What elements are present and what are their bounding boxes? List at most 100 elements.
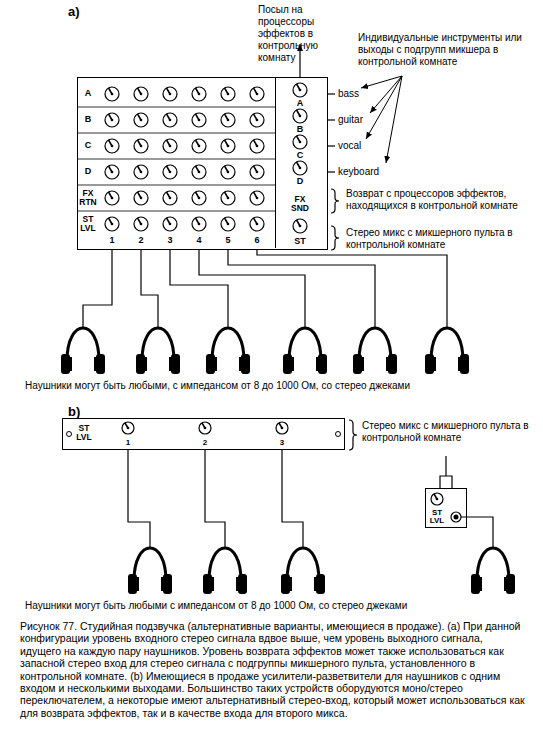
knob-center [227, 197, 230, 200]
channel-number: 6 [254, 236, 259, 245]
headphone-cup [318, 354, 327, 374]
headphone-pad [433, 357, 436, 371]
knob-center [227, 223, 230, 226]
knob-center [111, 93, 114, 96]
knob-center [299, 89, 302, 92]
knob [250, 87, 264, 101]
knob-center [198, 223, 201, 226]
input-cable [440, 476, 452, 488]
control-label: B [85, 115, 92, 124]
knob-center [198, 93, 201, 96]
row-separator [77, 107, 275, 108]
knob [163, 87, 177, 101]
rack-hole [67, 432, 72, 437]
headphone-band [134, 548, 166, 581]
headphone-pad [361, 357, 364, 371]
knob-center [111, 197, 114, 200]
figure-caption: Рисунок 77. Студийная подзвучка (альтерн… [20, 620, 525, 719]
knob [221, 87, 235, 101]
knob-center [127, 427, 130, 430]
leader-arrow [370, 76, 402, 113]
headphone-pad [314, 577, 317, 591]
control-label: ST [294, 237, 306, 246]
headphone-cable [128, 450, 150, 548]
knob [250, 139, 264, 153]
knob-center [140, 93, 143, 96]
headphone-band [209, 548, 241, 581]
headphone-pad [136, 577, 139, 591]
knob-center [111, 145, 114, 148]
headphone-cup [460, 354, 469, 374]
knob [134, 113, 148, 127]
knob [293, 135, 307, 149]
knob [293, 83, 307, 97]
rack-hole [336, 432, 341, 437]
knob [163, 217, 177, 231]
headphone-cup [241, 354, 250, 374]
channel-number: 1 [109, 236, 114, 245]
headphone-pad [211, 577, 214, 591]
control-label: FX RTN [78, 189, 98, 207]
knob [250, 113, 264, 127]
knob [192, 191, 206, 205]
knob-center [140, 145, 143, 148]
knob [192, 217, 206, 231]
knob [105, 113, 119, 127]
headphone-cup [283, 354, 292, 374]
knob [134, 217, 148, 231]
control-label: ST LVL [74, 424, 94, 442]
control-label: ST LVL [427, 509, 447, 526]
headphone-cup [163, 574, 172, 594]
knob-center [198, 171, 201, 174]
bracket [331, 189, 339, 213]
knob [105, 217, 119, 231]
knob-center [256, 93, 259, 96]
headphone-band [287, 548, 319, 581]
headphone-pad [458, 357, 461, 371]
knob-center [227, 93, 230, 96]
channel-number: 4 [196, 236, 201, 245]
row-separator [77, 159, 275, 160]
knob [192, 113, 206, 127]
headphone-pad [386, 357, 389, 371]
figure-part-letter: a) [68, 4, 80, 20]
headphone-cup [316, 574, 325, 594]
headphone-pad [239, 357, 242, 371]
knob [163, 139, 177, 153]
headphone-cable [205, 450, 225, 548]
input-stub [328, 119, 335, 120]
knob-center [299, 225, 302, 228]
headphone-band [431, 328, 463, 361]
knob [199, 422, 211, 434]
jack-socket [454, 515, 459, 520]
knob [276, 422, 288, 434]
control-label: A [85, 89, 92, 98]
headphone-cable [83, 250, 112, 328]
knob-center [256, 197, 259, 200]
callout-text: Стерео микс с микшерного пульта в контро… [362, 420, 534, 444]
headphone-pad [94, 357, 97, 371]
knob [105, 139, 119, 153]
headphone-cup [206, 354, 215, 374]
headphone-pad [214, 357, 217, 371]
mixer-panel: ABCDFX SNDSTABCDFX RTNST LVL123456 [77, 77, 328, 250]
headphone-cup [238, 574, 247, 594]
channel-number: 2 [138, 236, 143, 245]
input-stub [328, 145, 335, 146]
headphone-band [477, 548, 509, 581]
knob-center [227, 145, 230, 148]
knob-center [256, 145, 259, 148]
note-text: Наушники могут быть любыми с импедансом … [25, 600, 407, 612]
control-label: D [297, 177, 304, 186]
control-label: A [297, 99, 304, 108]
input-stub [328, 171, 335, 172]
knob [250, 217, 264, 231]
instrument-label: guitar [338, 114, 363, 126]
bracket [331, 226, 339, 250]
headphone-pad [69, 357, 72, 371]
knob [293, 161, 307, 175]
control-label: ST LVL [78, 215, 98, 233]
callout-text: Стерео микс с микшерного пульта в контро… [346, 227, 536, 251]
knob [134, 165, 148, 179]
